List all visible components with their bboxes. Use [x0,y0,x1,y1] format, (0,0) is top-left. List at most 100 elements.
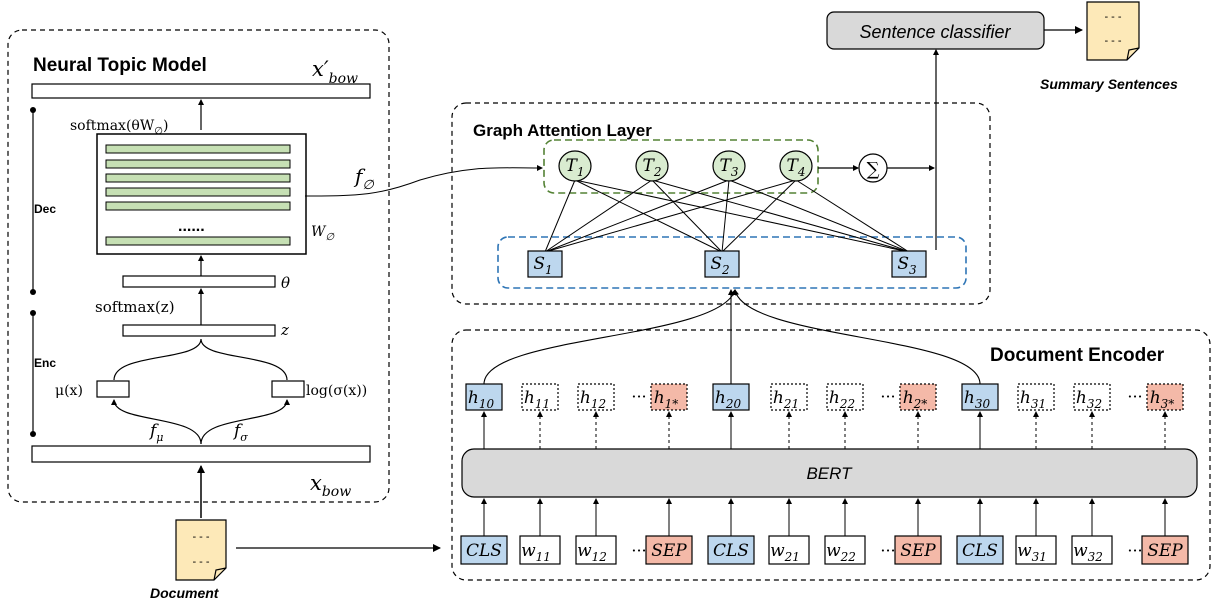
input-token-label: CLS [466,541,502,561]
attention-edge [574,179,723,253]
ntm-title: Neural Topic Model [33,55,207,76]
sentence-nodes: S1 S2 S3 [527,250,927,278]
dec-label: Dec [34,202,56,216]
f-phi-label: f∅ [353,164,374,193]
document-label: Document [150,585,220,601]
sentence-node-label: S1 [533,254,552,277]
sentence-node [891,250,927,278]
x-bow-prime-label: x′bow [312,57,358,87]
hidden-state-label: h1* [654,388,679,411]
topic-word-row [105,173,291,183]
ellipsis: ··· [631,387,646,406]
f-sigma-label: fσ [232,421,248,444]
input-token-cell [575,535,617,565]
sequence-ellipses: ·················· [631,387,1142,560]
hidden-state-cell [650,383,688,411]
x-bow-bar [31,445,371,463]
ellipsis: ··· [880,387,895,406]
x-bow-prime-bar [31,83,371,99]
topic-word-row [105,236,291,246]
sentence-node-label: S3 [897,254,917,277]
hidden-state-label: h30 [964,388,991,411]
hidden-state-cell [1146,383,1184,411]
topic-node-label: T4 [787,156,806,179]
matrix-ellipsis: ...... [178,218,205,235]
attention-edge [544,179,576,253]
ellipsis: ··· [631,541,646,560]
input-token-label: CLS [713,541,749,561]
hidden-state-cell [899,383,937,411]
summary-sentences-label: Summary Sentences [1040,76,1178,92]
attention-edge [721,179,730,253]
ntm-border [7,29,390,503]
attention-edge [544,179,730,253]
encoder-title: Document Encoder [990,345,1165,366]
ellipsis: ··· [880,541,895,560]
topic-node-label: T2 [643,156,662,179]
topic-word-row [105,201,291,211]
topic-word-row [105,187,291,197]
cls-to-sentence-curve [483,289,737,385]
hidden-state-cell [961,383,999,411]
input-token-cell [519,535,561,565]
z-bar [122,324,276,337]
hidden-state-label: h21 [773,388,799,411]
bert-label: BERT [806,464,853,483]
mu-box [96,380,130,398]
attention-edge [795,179,910,253]
sentence-node [704,250,740,278]
input-token-cell [768,535,810,565]
neural-topic-model-panel: Neural Topic Model x′bow softmax(θW∅) ..… [7,29,390,503]
input-token-label: SEP [900,541,936,561]
attention-edge [728,179,910,253]
topic-group [543,139,819,194]
sentence-group [497,236,967,289]
hidden-state-cell [712,383,750,411]
summary-line-1: - - - [1104,11,1121,23]
hidden-state-cell [826,383,864,411]
topic-word-rows [105,144,291,246]
document-line-2: - - - [192,556,209,568]
reparam-merge [113,338,288,381]
input-token-label: w11 [521,541,551,564]
attention-edge [651,179,910,253]
topic-word-row [105,159,291,169]
gat-border [451,102,991,305]
input-token-label: w22 [826,541,856,564]
input-token-cell [707,535,755,565]
topic-node [779,150,813,182]
attention-edge [574,179,910,253]
softmax-theta-w-label: softmax(θW∅) [70,118,168,137]
hidden-state-cell [521,383,559,411]
sum-symbol: ∑ [867,159,880,180]
hidden-state-label: h3* [1150,388,1175,411]
z-label: z [280,321,289,339]
input-token-label: w12 [577,541,607,564]
hidden-state-cell [577,383,615,411]
input-token-label: w21 [770,541,800,564]
theta-label: θ [281,274,290,292]
hidden-state-label: h11 [524,388,550,411]
topic-node [635,150,669,182]
sigma-box [271,380,305,398]
attention-edges [544,179,910,253]
input-token-label: CLS [962,541,998,561]
sentence-node-label: S2 [710,254,729,277]
softmax-z-label: softmax(z) [95,298,175,316]
topic-node [558,150,592,182]
sentence-node [527,250,563,278]
mu-label: μ(x) [55,383,83,399]
topic-node [712,150,746,182]
document-input: - - - - - - Document [150,465,441,601]
theta-bar [122,275,276,288]
input-token-label: SEP [651,541,687,561]
f-phi-connector [304,164,543,197]
input-token-cell [1071,535,1113,565]
hidden-state-label: h2* [903,388,928,411]
hidden-state-label: h10 [468,388,495,411]
cls-to-sentence-curves [483,289,981,385]
